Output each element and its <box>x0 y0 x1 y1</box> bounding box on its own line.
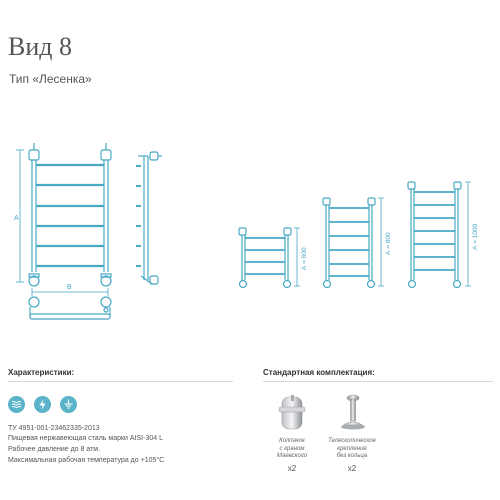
telescopic-mount-icon <box>335 391 371 435</box>
rail-1000 <box>407 181 471 289</box>
kit-heading: Стандартная комплектация: <box>263 368 375 377</box>
rail-800 <box>322 197 384 289</box>
dim-b-label: В <box>67 284 72 291</box>
spec-line: Пищевая нержавеющая сталь марки AISI-304… <box>8 435 163 442</box>
kit-caption-line: без кольца <box>336 453 368 459</box>
cap-with-valve-icon <box>274 391 310 435</box>
spec-line: ТУ 4951-001-23462335-2013 <box>8 425 100 432</box>
ground-icon <box>60 396 77 413</box>
page-title: Вид 8 <box>8 32 72 61</box>
size-label-600: А = 600 <box>301 247 308 270</box>
size-label-800: А = 800 <box>385 232 392 255</box>
characteristics-heading: Характеристики: <box>8 368 75 377</box>
side-view <box>136 151 162 285</box>
kit-caption-line: с краном <box>279 445 305 452</box>
size-label-1000: А = 1000 <box>472 223 479 250</box>
lightning-icon <box>34 396 51 413</box>
rail-600 <box>238 227 300 289</box>
top-view <box>28 296 112 320</box>
spec-line: Максимальная рабочая температура до +105… <box>8 457 165 464</box>
kit-caption-line: Маевского <box>276 453 308 459</box>
kit-quantity: x2 <box>287 464 297 473</box>
kit-caption-line: Колпачок <box>279 438 305 444</box>
kit-caption-line: Телескопическое <box>328 438 376 444</box>
heating-waves-icon <box>8 396 25 413</box>
front-view <box>16 143 112 296</box>
kit-caption-line: крепление <box>337 445 367 452</box>
kit-quantity: x2 <box>347 464 357 473</box>
towel-rail-drawing: А В А = 600 А = 800 А = 1000 <box>14 143 479 320</box>
divider <box>8 381 233 382</box>
spec-line: Рабочее давление до 8 атм. <box>8 446 101 453</box>
divider <box>263 381 493 382</box>
page-subtitle: Тип «Лесенка» <box>9 72 92 86</box>
dim-a-label: А <box>14 215 19 222</box>
